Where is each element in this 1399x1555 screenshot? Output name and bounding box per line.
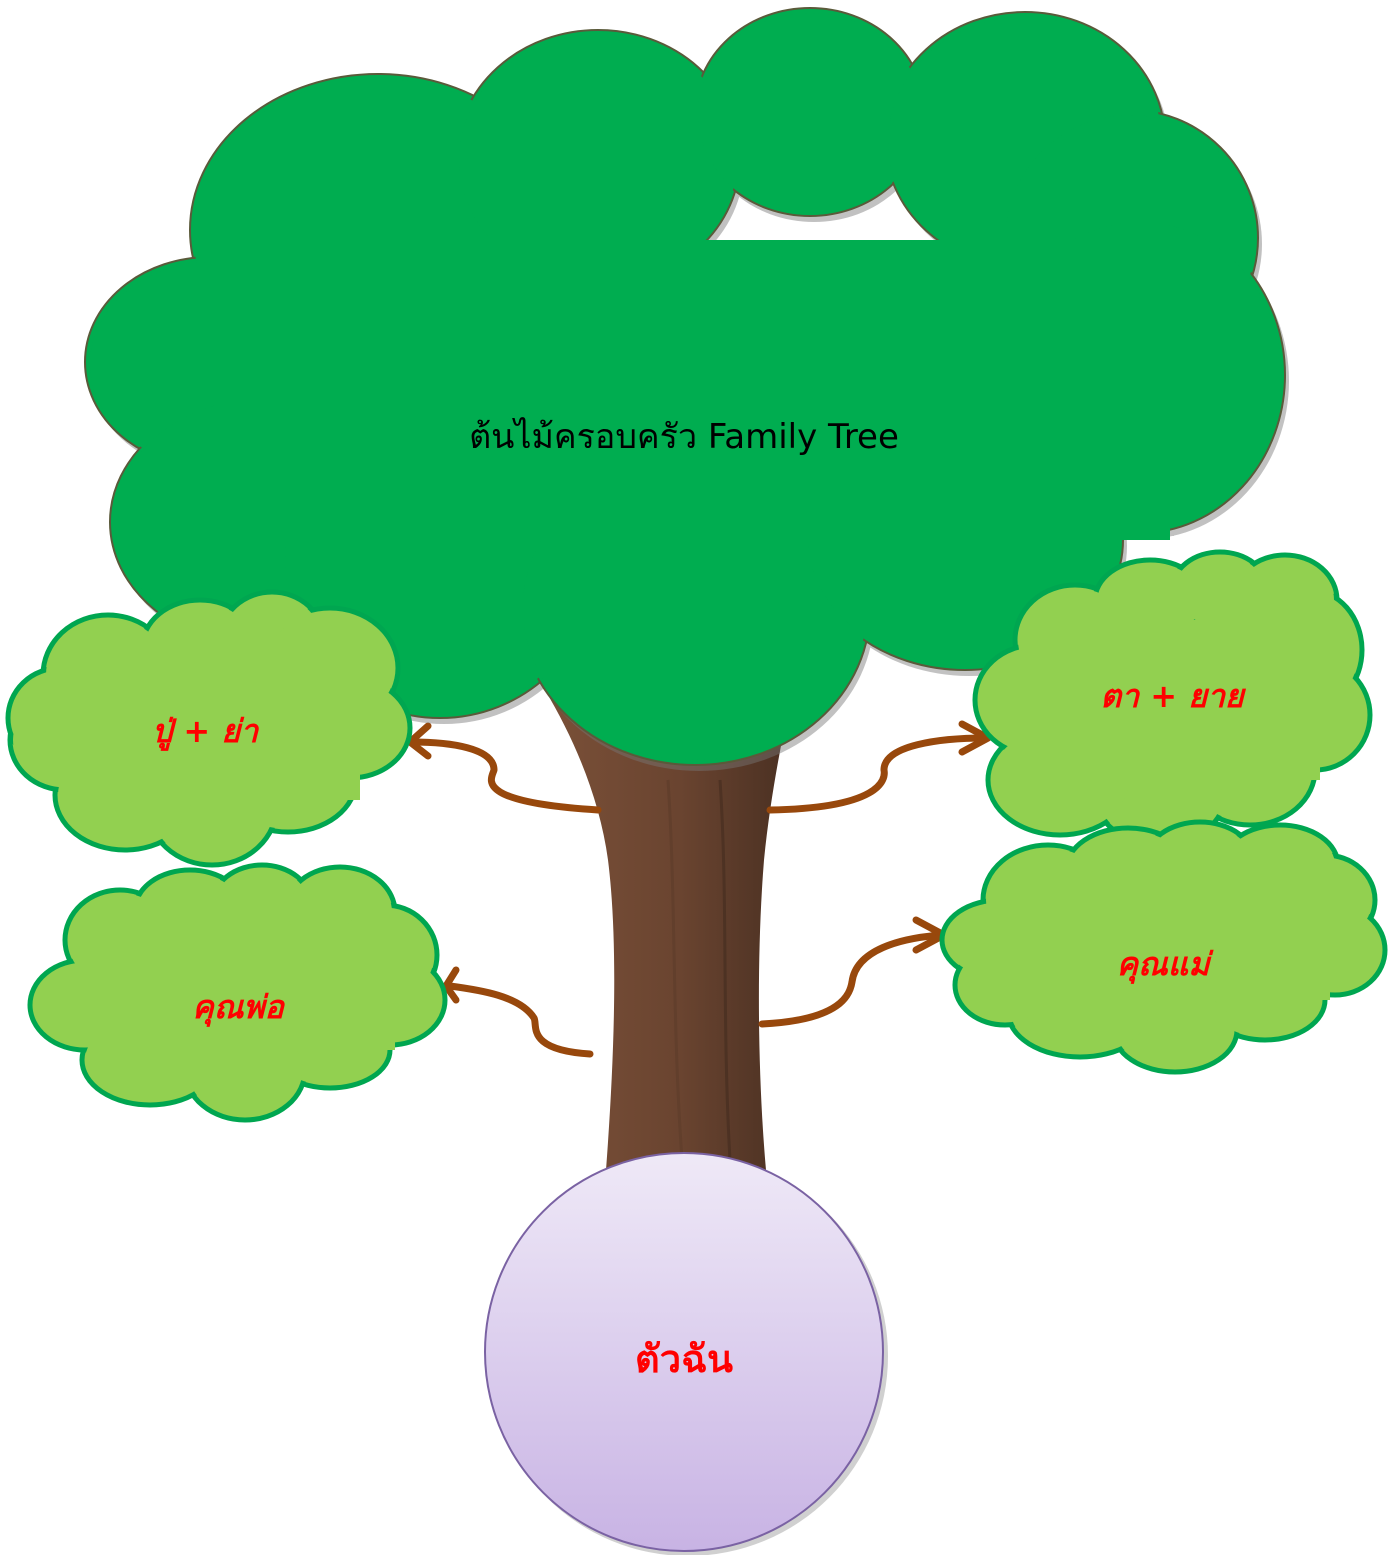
branch-arrows — [406, 720, 992, 1058]
self-node — [484, 1152, 888, 1555]
leaf-cloud-father — [27, 862, 448, 1123]
node-label-self: ตัวฉัน — [635, 1337, 733, 1381]
tree-canopy — [84, 7, 1289, 771]
branch-to-maternal-grandparents — [766, 734, 990, 814]
tree-trunk — [545, 690, 790, 1170]
branch-to-father — [446, 982, 594, 1058]
branch-to-mother — [758, 931, 946, 1028]
node-label-paternal-grandparents: ปู่ + ย่า — [152, 712, 260, 751]
node-label-father: คุณพ่อ — [192, 988, 285, 1027]
leaf-cloud-mother — [939, 819, 1388, 1075]
node-label-mother: คุณแม่ — [1117, 945, 1215, 984]
arrowhead-father — [442, 966, 460, 1004]
diagram-title: ต้นไม้ครอบครัว Family Tree — [469, 417, 899, 457]
leaf-cloud-paternal-grandparents — [5, 589, 413, 868]
node-label-maternal-grandparents: ตา + ยาย — [1100, 677, 1247, 715]
branch-to-paternal-grandparents — [408, 738, 602, 814]
leaf-cloud-maternal-grandparents — [972, 549, 1373, 848]
arrowhead-maternal-grandparents — [958, 720, 992, 756]
